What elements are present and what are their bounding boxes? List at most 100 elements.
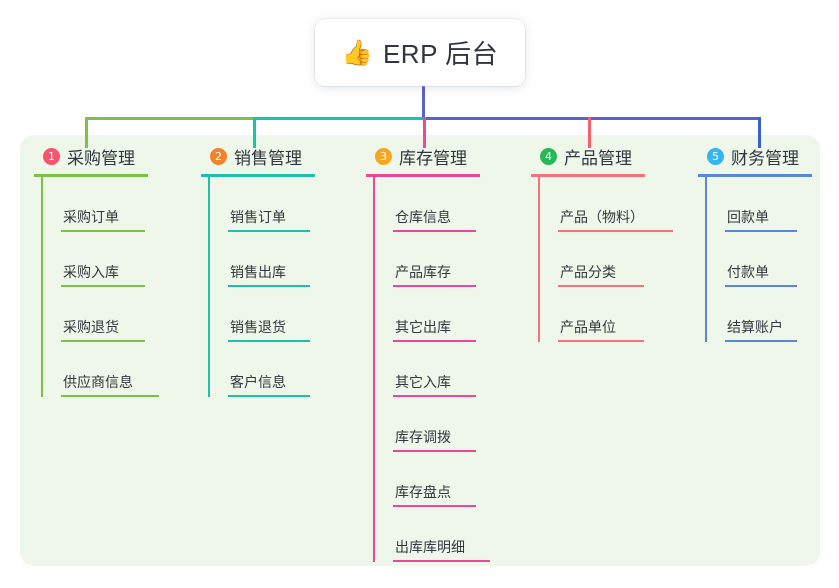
module-item[interactable]: 销售退货: [228, 287, 315, 342]
thumbs-up-icon: 👍: [341, 38, 373, 67]
module-item-rule: [61, 230, 145, 232]
module-item-rule: [558, 340, 644, 342]
module-item-label: 采购退货: [63, 319, 119, 335]
module-item-label: 销售订单: [230, 209, 286, 225]
module-badge-1: 1: [43, 147, 60, 165]
connector-drop-5: [758, 117, 761, 148]
module-item-label: 回款单: [727, 209, 769, 225]
module-item-rule: [228, 395, 310, 397]
module-item[interactable]: 产品（物料）: [558, 177, 673, 232]
module-item-rule: [393, 505, 476, 507]
connector-drop-3: [423, 117, 426, 148]
module-items-1: 采购订单采购入库采购退货供应商信息: [41, 177, 159, 397]
module-item-rule: [393, 395, 476, 397]
connector-drop-1: [85, 117, 88, 148]
module-badge-2: 2: [210, 147, 227, 165]
module-column-2: 2 销售管理销售订单销售出库销售退货客户信息: [198, 142, 315, 397]
module-item-label: 出库库明细: [395, 539, 465, 555]
module-item-rule: [228, 340, 310, 342]
modules-panel: [20, 135, 820, 566]
module-item-rule: [725, 230, 797, 232]
module-item-label: 供应商信息: [63, 374, 133, 390]
module-item-label: 仓库信息: [395, 209, 451, 225]
module-item[interactable]: 付款单: [725, 232, 812, 287]
module-item-label: 库存调拨: [395, 429, 451, 445]
module-header-rule-2: [201, 174, 315, 177]
module-item[interactable]: 采购入库: [61, 232, 148, 287]
module-item[interactable]: 采购订单: [61, 177, 148, 232]
module-item-label: 采购入库: [63, 264, 119, 280]
module-item-rule: [228, 230, 310, 232]
module-item[interactable]: 客户信息: [228, 342, 315, 397]
module-item[interactable]: 其它入库: [393, 342, 480, 397]
module-title-5: 财务管理: [731, 148, 799, 168]
module-item[interactable]: 其它出库: [393, 287, 480, 342]
module-item-label: 产品分类: [560, 264, 616, 280]
connector-bar-segment-3: [423, 117, 760, 120]
module-item-rule: [393, 560, 490, 562]
module-item-label: 其它出库: [395, 319, 451, 335]
module-item-rule: [725, 285, 797, 287]
module-item[interactable]: 产品库存: [393, 232, 480, 287]
module-item[interactable]: 结算账户: [725, 287, 812, 342]
root-node-card[interactable]: 👍 ERP 后台: [315, 19, 525, 86]
module-item-label: 客户信息: [230, 374, 286, 390]
module-item-label: 库存盘点: [395, 484, 451, 500]
root-node-title: ERP 后台: [382, 39, 499, 69]
module-items-4: 产品（物料） 产品分类产品单位: [538, 177, 673, 342]
module-item[interactable]: 仓库信息: [393, 177, 480, 232]
module-item[interactable]: 回款单: [725, 177, 812, 232]
module-item[interactable]: 出库库明细: [393, 507, 490, 562]
module-item-rule: [61, 395, 159, 397]
connector-trunk: [422, 86, 425, 118]
module-item[interactable]: 库存调拨: [393, 397, 480, 452]
module-header-2[interactable]: 2 销售管理: [198, 142, 315, 170]
connector-drop-2: [253, 117, 256, 148]
module-spine-5: [705, 177, 707, 342]
module-item-label: 其它入库: [395, 374, 451, 390]
module-item-label: 销售退货: [230, 319, 286, 335]
module-item[interactable]: 库存盘点: [393, 452, 480, 507]
module-item-label: 销售出库: [230, 264, 286, 280]
module-spine-1: [41, 177, 43, 397]
module-spine-2: [208, 177, 210, 397]
module-item-label: 付款单: [727, 264, 769, 280]
module-item[interactable]: 采购退货: [61, 287, 148, 342]
module-header-rule-1: [34, 174, 148, 177]
module-header-rule-4: [531, 174, 645, 177]
module-item-rule: [228, 285, 310, 287]
module-item-label: 结算账户: [727, 319, 783, 335]
module-item-rule: [558, 285, 644, 287]
module-item[interactable]: 产品单位: [558, 287, 645, 342]
module-item[interactable]: 销售订单: [228, 177, 315, 232]
module-item-rule: [393, 340, 476, 342]
module-header-rule-3: [366, 174, 480, 177]
module-item[interactable]: 供应商信息: [61, 342, 159, 397]
module-item[interactable]: 产品分类: [558, 232, 645, 287]
module-item-rule: [393, 285, 476, 287]
module-item-rule: [393, 230, 476, 232]
connector-drop-4: [588, 117, 591, 148]
module-spine-3: [373, 177, 375, 562]
module-title-2: 销售管理: [234, 148, 302, 168]
module-item[interactable]: 销售出库: [228, 232, 315, 287]
connector-bar-segment-2: [253, 117, 425, 120]
module-item-label: 产品库存: [395, 264, 451, 280]
module-item-rule: [393, 450, 476, 452]
module-item-label: 产品单位: [560, 319, 616, 335]
module-items-2: 销售订单销售出库销售退货客户信息: [208, 177, 315, 397]
module-title-3: 库存管理: [399, 148, 467, 168]
module-item-label: 产品（物料）: [560, 209, 644, 225]
module-item-rule: [61, 340, 145, 342]
module-items-5: 回款单付款单结算账户: [705, 177, 812, 342]
module-item-rule: [558, 230, 673, 232]
module-title-4: 产品管理: [564, 148, 632, 168]
